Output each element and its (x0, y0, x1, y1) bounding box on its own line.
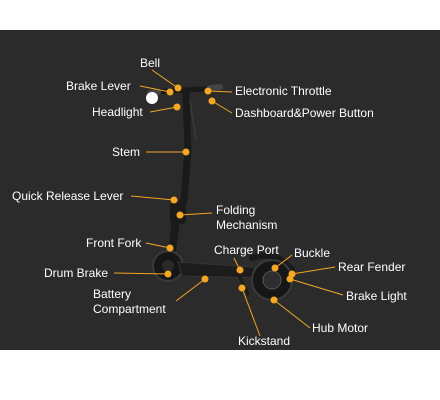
label-buckle: Buckle (294, 246, 331, 260)
marker-brake-light (286, 275, 294, 283)
label-battery-line2: Compartment (93, 302, 166, 316)
marker-battery (201, 275, 209, 283)
marker-dashboard (208, 97, 216, 105)
label-electronic-throttle: Electronic Throttle (235, 84, 332, 98)
marker-brake-lever (166, 88, 174, 96)
marker-quick-release (170, 196, 178, 204)
label-dashboard-power-button: Dashboard&Power Button (235, 106, 374, 120)
marker-bell (174, 84, 182, 92)
marker-drum-brake (164, 270, 172, 278)
label-battery-line1: Battery (93, 287, 132, 301)
label-drum-brake: Drum Brake (44, 266, 109, 280)
marker-electronic-throttle (204, 87, 212, 95)
label-front-fork: Front Fork (86, 236, 142, 250)
label-headlight: Headlight (92, 105, 143, 119)
diagram-panel: Bell Brake Lever Electronic Throttle Hea… (0, 30, 440, 350)
scooter-illustration (113, 69, 344, 337)
label-bell: Bell (140, 56, 161, 70)
label-stem: Stem (112, 145, 141, 159)
marker-hub-motor (270, 296, 278, 304)
label-quick-release-lever: Quick Release Lever (12, 189, 124, 203)
marker-stem (182, 148, 190, 156)
label-charge-port: Charge Port (214, 243, 279, 257)
label-folding-line1: Folding (216, 203, 256, 217)
markers (164, 84, 296, 304)
leader-lines (113, 69, 344, 337)
label-kickstand: Kickstand (238, 334, 291, 348)
marker-front-fork (166, 244, 174, 252)
marker-charge-port (236, 266, 244, 274)
label-folding-line2: Mechanism (216, 218, 278, 232)
marker-kickstand (238, 284, 246, 292)
label-brake-lever: Brake Lever (66, 79, 131, 93)
marker-folding (176, 211, 184, 219)
marker-headlight (173, 103, 181, 111)
label-brake-light: Brake Light (346, 289, 407, 303)
marker-buckle (271, 264, 279, 272)
headlight-glow (146, 92, 158, 104)
label-hub-motor: Hub Motor (312, 321, 369, 335)
label-rear-fender: Rear Fender (338, 260, 406, 274)
